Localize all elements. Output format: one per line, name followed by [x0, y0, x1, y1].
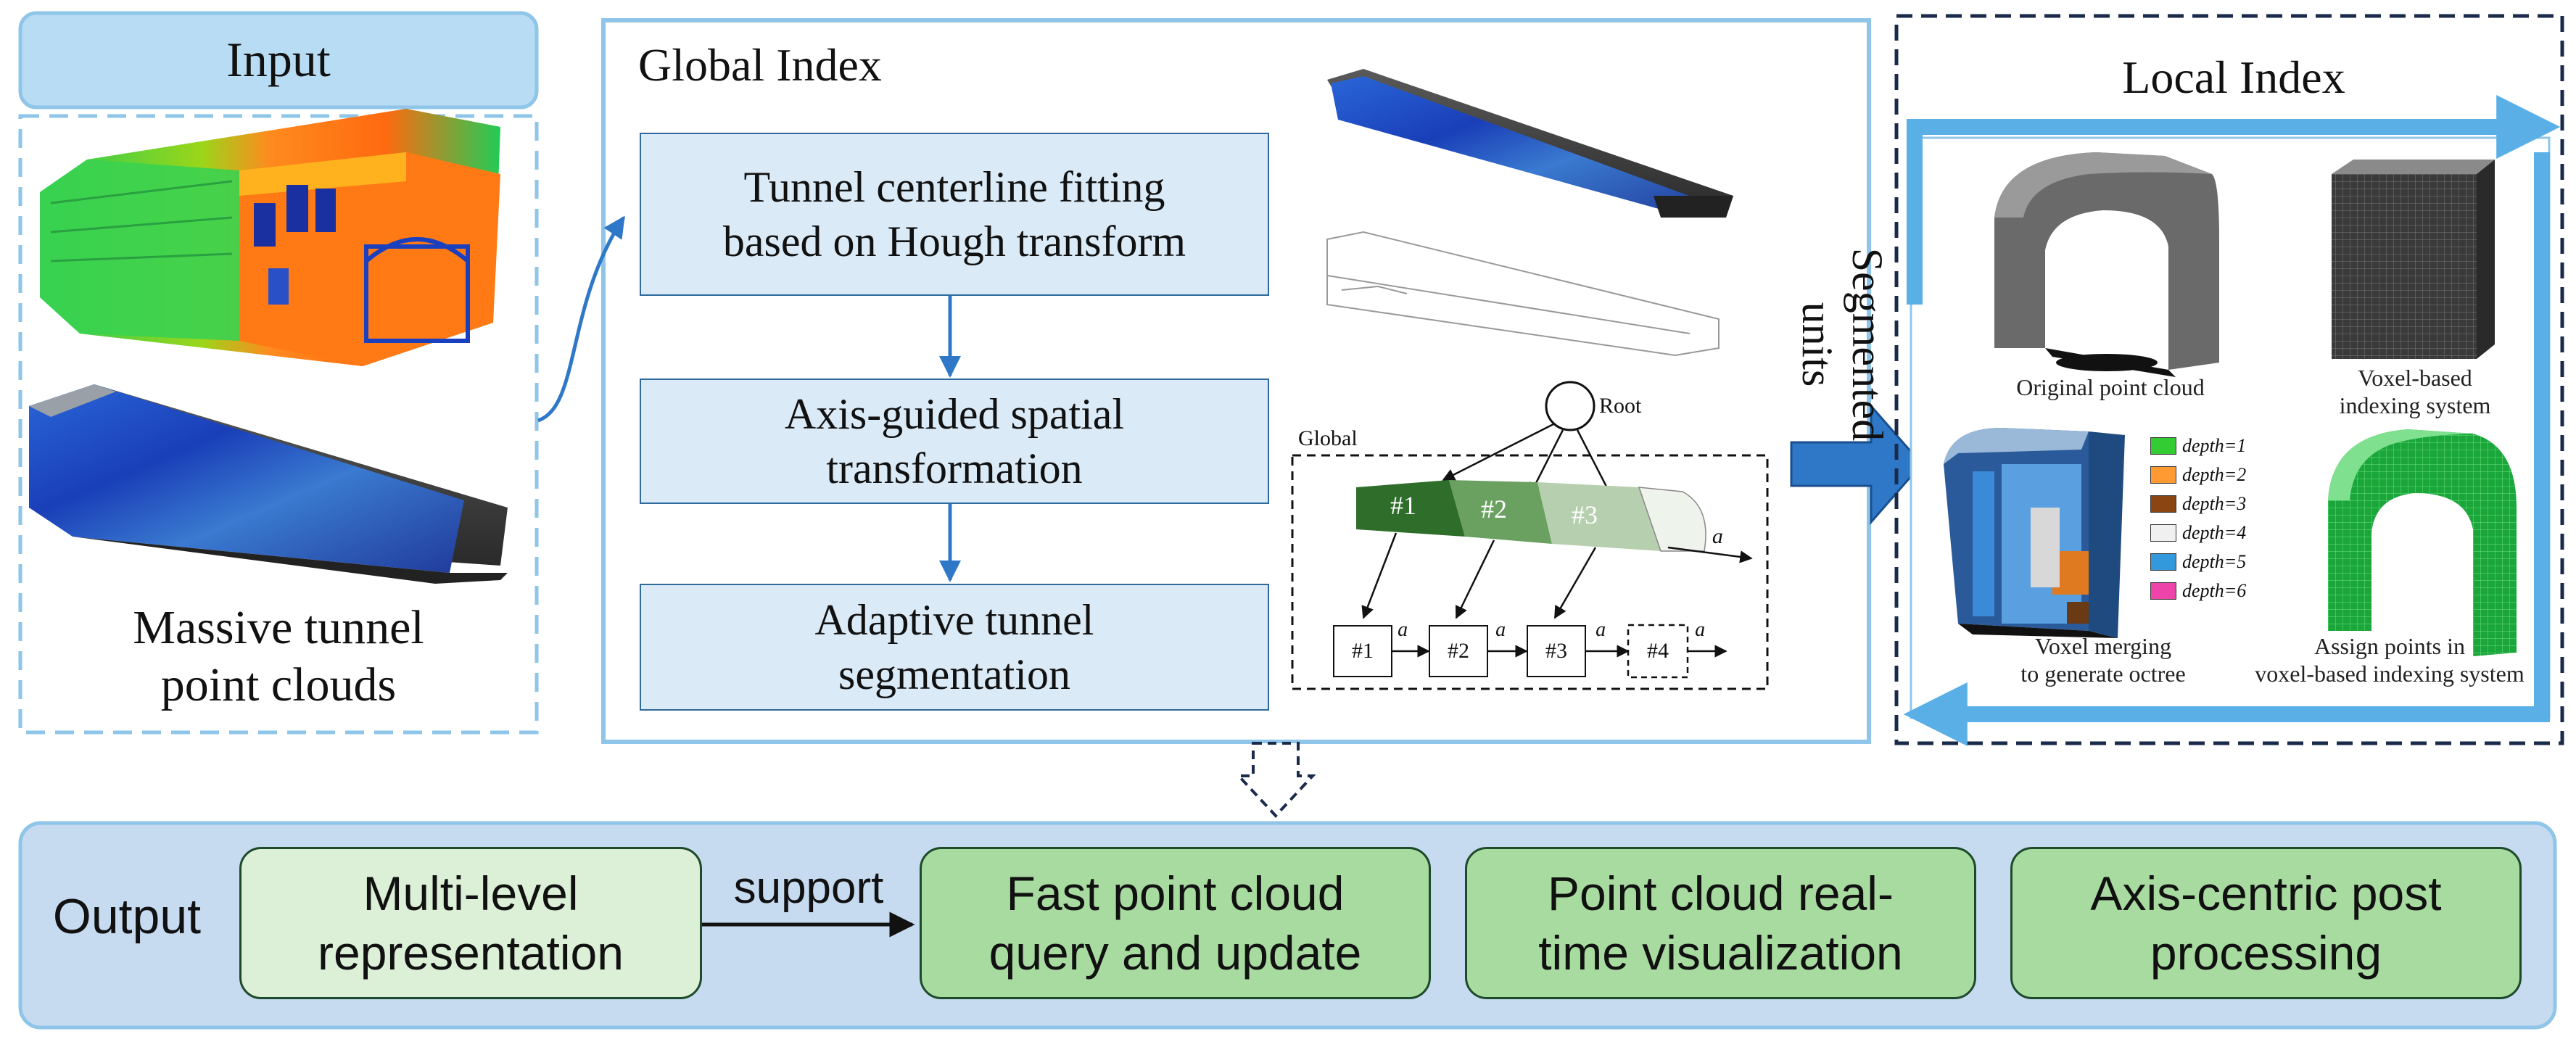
caption-assign-points-line2: voxel-based indexing system	[2255, 661, 2525, 687]
legend-label-5: depth=5	[2182, 551, 2247, 572]
voxel-grid-render	[2332, 160, 2495, 359]
local-index-title: Local Index	[2122, 51, 2345, 103]
caption-voxel-merging-line2: to generate octree	[2020, 661, 2186, 687]
local-index-frame	[1894, 14, 2564, 745]
input-to-global-arrow	[537, 215, 626, 423]
segment-end-shape	[1638, 487, 1706, 552]
output-3-line1: Point cloud real-	[1548, 866, 1894, 920]
legend-depth-5: depth=5	[2150, 551, 2246, 573]
caption-assign-points: Assign points in voxel-based indexing sy…	[2237, 627, 2542, 692]
legend-label-6: depth=6	[2182, 580, 2247, 601]
legend-depth-4: depth=4	[2150, 522, 2246, 544]
step-spatial-transformation: Axis-guided spatial transformation	[640, 379, 1269, 504]
legend-label-3: depth=3	[2182, 493, 2247, 514]
output-4-line1: Axis-centric post	[2090, 866, 2442, 920]
legend-depth-1: depth=1	[2150, 435, 2246, 457]
output-realtime-visualization: Point cloud real- time visualization	[1465, 847, 1976, 999]
output-label: Output	[52, 889, 202, 945]
dashed-down-arrow	[1235, 742, 1316, 818]
segmentation-tree	[1291, 381, 1769, 690]
segmented-units-label: Segmented units	[1788, 236, 1896, 453]
local-cycle-arrow-top	[1907, 95, 2561, 305]
axis-label-top: a⃗	[1712, 524, 1741, 548]
global-tree-frame	[1291, 454, 1769, 690]
segment-1-shape	[1356, 480, 1465, 537]
centerline-sketch	[1326, 231, 1720, 357]
output-fast-query-update: Fast point cloud query and update	[920, 847, 1431, 999]
output-1-line2: representation	[318, 926, 624, 980]
caption-voxel-merging-line1: Voxel merging	[2034, 632, 2172, 659]
legend-depth-2: depth=2	[2150, 464, 2246, 486]
node-2: #2	[1429, 625, 1488, 677]
colored-tunnel-render	[40, 109, 500, 366]
output-axis-centric-post-processing: Axis-centric post processing	[2010, 847, 2522, 999]
legend-label-1: depth=1	[2182, 435, 2247, 456]
node-4: #4	[1647, 639, 1669, 663]
legend-swatch-4	[2150, 524, 2176, 542]
step-tunnel-segmentation: Adaptive tunnel segmentation	[640, 584, 1269, 711]
segment-1-label: #1	[1390, 490, 1416, 520]
legend-label-4: depth=4	[2182, 522, 2247, 543]
original-point-cloud-render	[1994, 152, 2219, 377]
assign-points-render	[2328, 429, 2517, 656]
root-label: Root	[1599, 394, 1642, 418]
blue-tunnel-render-input	[29, 384, 508, 584]
legend-swatch-6	[2150, 582, 2176, 600]
blue-tunnel-render-global	[1327, 69, 1733, 218]
step-2-line2: transformation	[826, 444, 1083, 492]
step-1-line1: Tunnel centerline fitting	[743, 162, 1165, 211]
caption-voxel-indexing-line1: Voxel-based	[2358, 364, 2472, 391]
caption-voxel-indexing-line2: indexing system	[2339, 392, 2491, 418]
input-caption: Massive tunnel point clouds	[20, 591, 537, 721]
step-3-line1: Adaptive tunnel	[814, 595, 1094, 644]
node-1: #1	[1333, 625, 1392, 677]
input-header-box	[18, 11, 539, 109]
caption-original-point-cloud: Original point cloud	[2016, 373, 2205, 400]
legend-swatch-1	[2150, 437, 2176, 455]
step-1-line2: based on Hough transform	[722, 217, 1186, 265]
caption-voxel-indexing: Voxel-based indexing system	[2295, 359, 2535, 424]
segment-3-shape	[1537, 482, 1661, 551]
axis-label-2: a⃗	[1495, 619, 1522, 642]
segmented-units-line1: Segmented	[1844, 247, 1891, 442]
input-frame	[18, 114, 539, 735]
legend-label-2: depth=2	[2182, 464, 2247, 485]
step-2-line1: Axis-guided spatial	[784, 389, 1125, 438]
support-label: support	[733, 862, 884, 913]
axis-label-3: a⃗	[1595, 619, 1622, 642]
node-4-dashed-frame	[1627, 624, 1689, 679]
caption-voxel-merging: Voxel merging to generate octree	[1951, 627, 2255, 692]
axis-label-1: a⃗	[1398, 619, 1424, 642]
root-node	[1545, 381, 1595, 431]
segment-2-shape	[1449, 480, 1552, 544]
caption-assign-points-line1: Assign points in	[2313, 632, 2466, 659]
input-header: Input	[226, 32, 331, 88]
input-caption-line2: point clouds	[160, 658, 397, 711]
segment-2-label: #2	[1481, 494, 1507, 524]
local-cycle-arrow-bottom	[1903, 152, 2550, 746]
output-3-line2: time visualization	[1538, 926, 1903, 980]
step-centerline-fitting: Tunnel centerline fitting based on Hough…	[640, 133, 1269, 296]
segmented-units-line2: units	[1793, 302, 1841, 387]
legend-depth-3: depth=3	[2150, 493, 2246, 515]
output-1-line1: Multi-level	[363, 866, 579, 920]
node-3: #3	[1527, 625, 1586, 677]
output-4-line2: processing	[2150, 926, 2382, 980]
octree-merging-render	[1944, 428, 2125, 638]
segment-3-label: #3	[1572, 500, 1598, 529]
global-index-frame	[601, 18, 1871, 744]
step-3-line2: segmentation	[838, 650, 1070, 698]
global-index-title: Global Index	[638, 38, 882, 91]
output-2-line1: Fast point cloud	[1006, 866, 1345, 920]
global-label: Global	[1298, 426, 1358, 450]
legend-swatch-3	[2150, 495, 2176, 513]
legend-depth-6: depth=6	[2150, 580, 2246, 602]
output-multi-level-representation: Multi-level representation	[239, 847, 702, 999]
axis-label-4: a⃗	[1695, 619, 1721, 642]
legend-swatch-5	[2150, 553, 2176, 571]
legend-swatch-2	[2150, 466, 2176, 484]
output-2-line2: query and update	[988, 926, 1362, 980]
input-caption-line1: Massive tunnel	[133, 600, 424, 654]
